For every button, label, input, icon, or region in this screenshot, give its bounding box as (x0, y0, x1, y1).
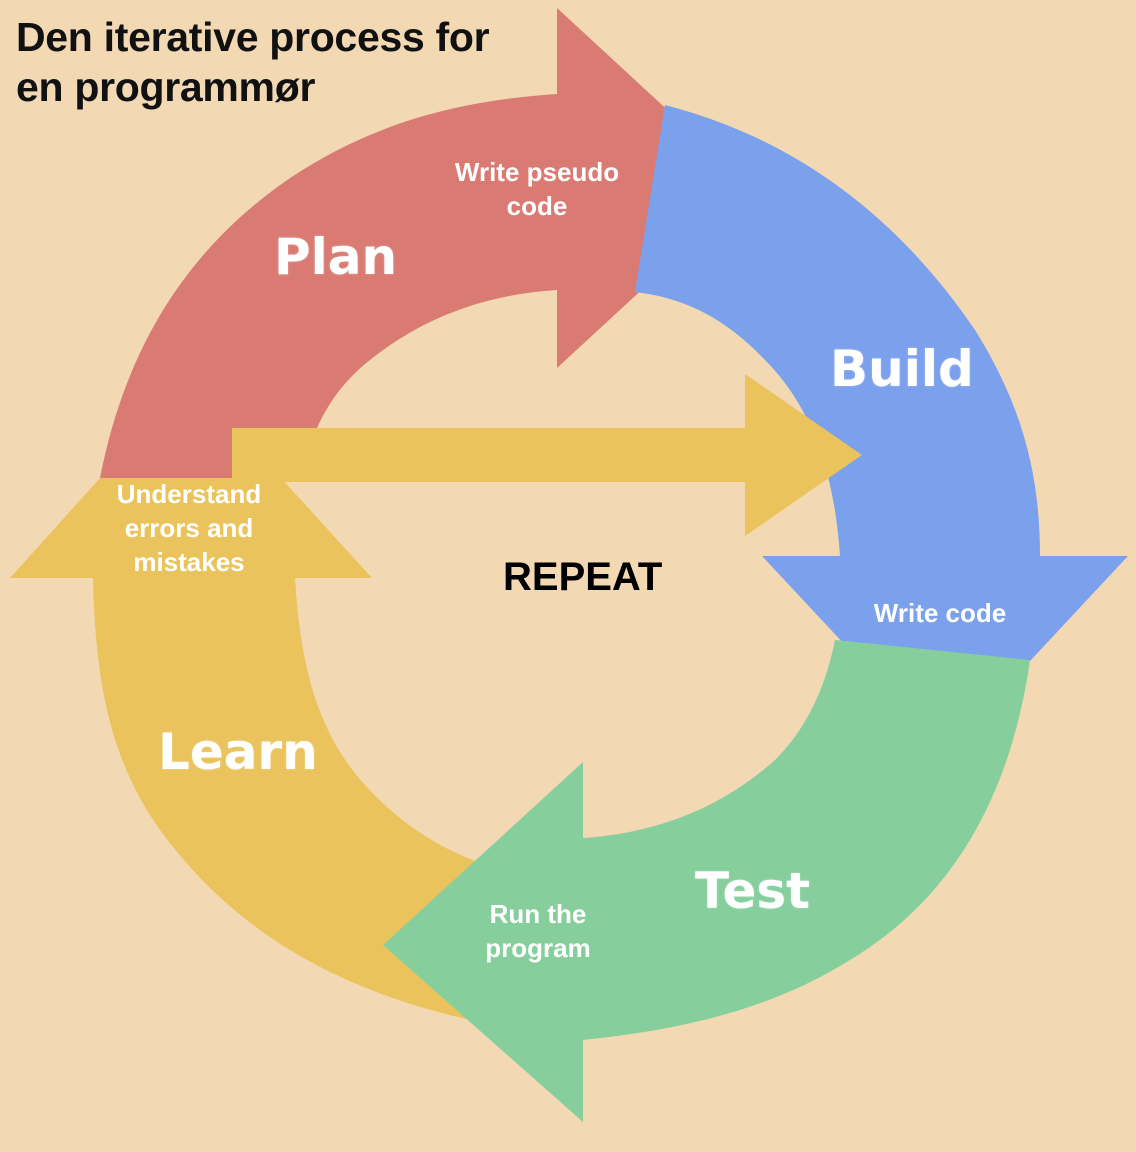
stage-label-learn: Learn (158, 723, 318, 781)
center-repeat-label: REPEAT (503, 555, 663, 599)
page-title: Den iterative process for en programmør (16, 14, 490, 110)
repeat-arrow (232, 374, 862, 536)
stage-action-test: Run the program (485, 899, 591, 963)
stage-label-build: Build (830, 340, 974, 398)
stage-label-test: Test (695, 862, 811, 920)
stage-action-plan: Write pseudo code (454, 157, 620, 221)
stage-action-learn: Understand errors and mistakes (116, 479, 262, 577)
plan-arrow (100, 8, 752, 478)
learn-arrow (10, 378, 540, 1033)
build-arrow (635, 105, 1128, 752)
stage-label-plan: Plan (274, 228, 398, 286)
test-arrow (383, 640, 1030, 1122)
stage-action-build: Write code (873, 598, 1007, 628)
